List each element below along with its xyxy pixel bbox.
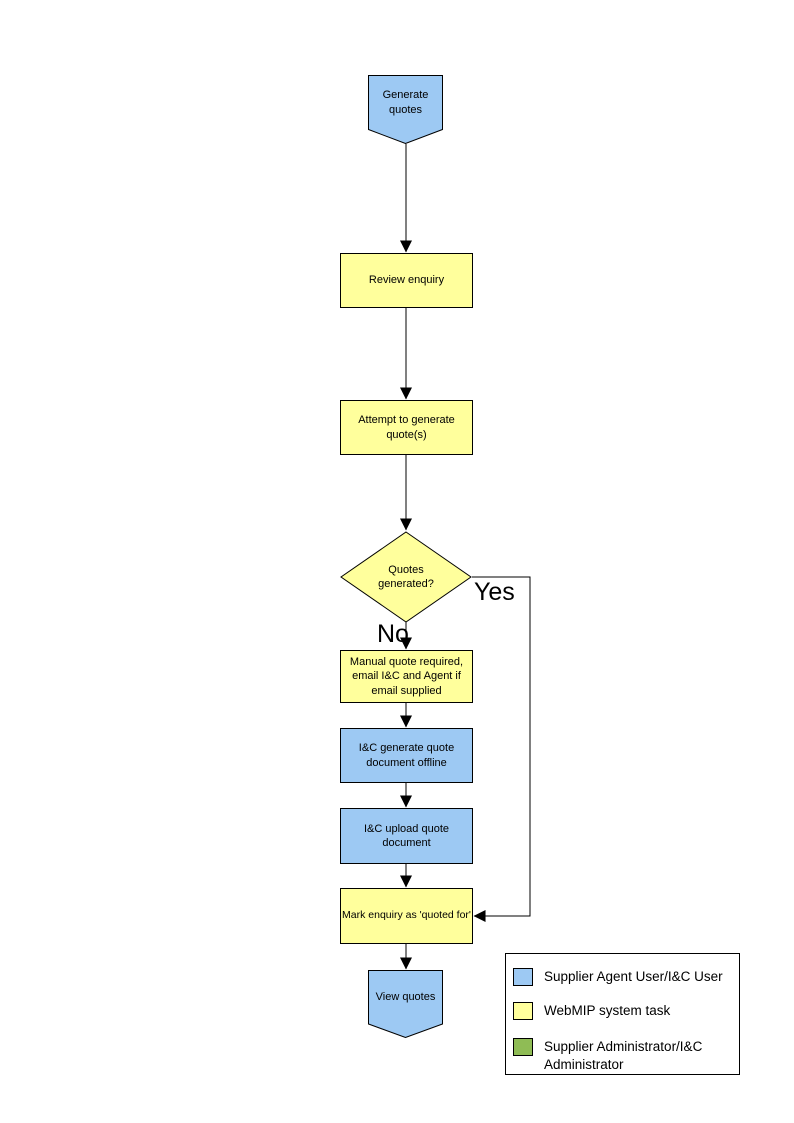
branch-label-no: No (377, 620, 409, 648)
legend-swatch-admin (513, 1038, 533, 1056)
pentagon-shape (368, 75, 443, 144)
node-quotes-generated-decision: Quotes generated? (340, 531, 472, 623)
node-view-quotes: View quotes (368, 970, 443, 1038)
legend-swatch-system-task (513, 1002, 533, 1020)
node-manual-quote: Manual quote required, email I&C and Age… (340, 650, 473, 703)
legend-box: Supplier Agent User/I&C User WebMIP syst… (505, 953, 740, 1075)
node-review-enquiry: Review enquiry (340, 253, 473, 308)
legend-label-admin: Supplier Administrator/I&C Administrator (544, 1039, 703, 1073)
diamond-shape (340, 531, 472, 623)
legend-label-system-task: WebMIP system task (544, 1003, 671, 1018)
node-mark-quoted: Mark enquiry as 'quoted for' (340, 888, 473, 944)
node-attempt-generate: Attempt to generate quote(s) (340, 400, 473, 455)
node-generate-offline: I&C generate quote document offline (340, 728, 473, 783)
legend-swatch-agent-user (513, 968, 533, 986)
node-label: Quotes generated? (378, 563, 434, 590)
legend-label-agent-user: Supplier Agent User/I&C User (544, 969, 723, 984)
arrow-decision-yes-to-mark (472, 576, 531, 922)
pentagon-shape (368, 970, 443, 1038)
node-label: View quotes (375, 991, 436, 1004)
node-generate-quotes: Generate quotes (368, 75, 443, 144)
node-upload-quote: I&C upload quote document (340, 808, 473, 864)
node-label: Generate quotes (382, 89, 429, 116)
branch-label-yes: Yes (474, 578, 515, 606)
